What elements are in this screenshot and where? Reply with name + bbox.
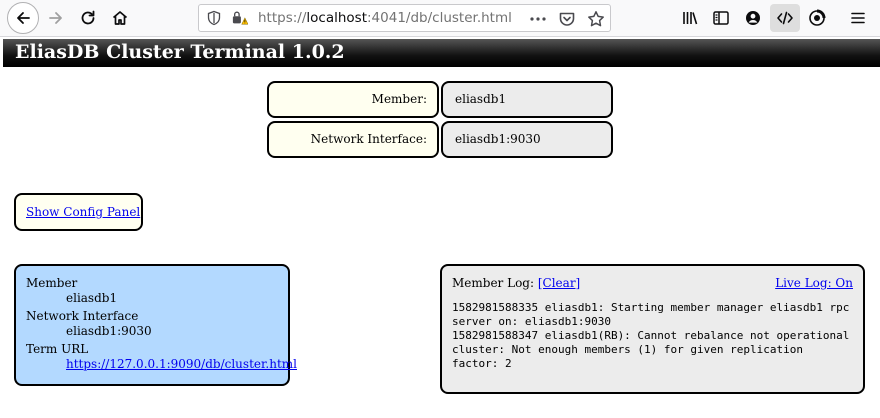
extension-button[interactable] [802,4,832,32]
member-log-header: Member Log: [Clear] [452,276,580,290]
network-interface-label: Network Interface: [267,121,439,158]
url-host: localhost [306,10,367,26]
url-path: :4041/db/cluster.html [367,10,512,26]
member-label: Member: [267,81,439,118]
url-text[interactable]: https://localhost:4041/db/cluster.html [258,10,512,26]
account-icon [746,11,760,25]
url-scheme: https:// [258,10,307,26]
sidebar-button[interactable] [706,4,736,32]
account-button[interactable] [738,4,768,32]
shield-icon[interactable] [206,10,222,26]
reload-button[interactable] [73,4,103,32]
insecure-lock-icon[interactable] [232,10,248,26]
library-icon [683,12,698,25]
live-log-toggle[interactable]: Live Log: On [775,276,853,290]
member-log-text: 1582981588335 eliasdb1: Starting member … [452,301,850,370]
back-button[interactable] [7,2,39,34]
reload-icon [81,10,95,25]
network-interface-heading: Network Interface [26,309,139,323]
member-log-title: Member Log: [452,276,535,290]
network-interface-value: eliasdb1:9030 [441,121,613,158]
sidebar-icon [713,11,729,25]
menu-icon [851,12,865,24]
home-icon [112,11,128,25]
member-info-panel: Member eliasdb1 Network Interface eliasd… [14,264,297,386]
clear-log-link[interactable]: [Clear] [537,276,581,290]
page-title: EliasDB Cluster Terminal 1.0.2 [3,39,880,67]
term-url-link[interactable]: https://127.0.0.1:9090/db/cluster.html [66,357,297,371]
forward-button[interactable] [41,4,71,32]
network-interface-info-value: eliasdb1:9030 [66,324,152,338]
devtools-icon [777,11,793,25]
member-info-value: eliasdb1 [66,291,118,305]
member-heading: Member [26,276,78,290]
page-actions-icon[interactable] [529,10,547,28]
menu-button[interactable] [843,4,873,32]
member-value: eliasdb1 [441,81,613,118]
url-bar[interactable]: https://localhost:4041/db/cluster.html [198,4,611,32]
home-button[interactable] [105,4,135,32]
bookmark-star-icon[interactable] [587,10,605,28]
pocket-icon[interactable] [558,10,576,28]
show-config-panel-link[interactable]: Show Config Panel [26,205,141,219]
term-url-heading: Term URL [26,342,89,356]
browser-toolbar: https://localhost:4041/db/cluster.html [0,0,880,37]
config-panel-box: Show Config Panel [14,193,143,231]
back-icon [17,12,30,24]
extension-icon [809,9,826,26]
devtools-button[interactable] [770,4,800,32]
forward-icon [49,12,62,24]
library-button[interactable] [675,4,705,32]
member-log-panel: Member Log: [Clear] Live Log: On 1582981… [440,264,865,394]
